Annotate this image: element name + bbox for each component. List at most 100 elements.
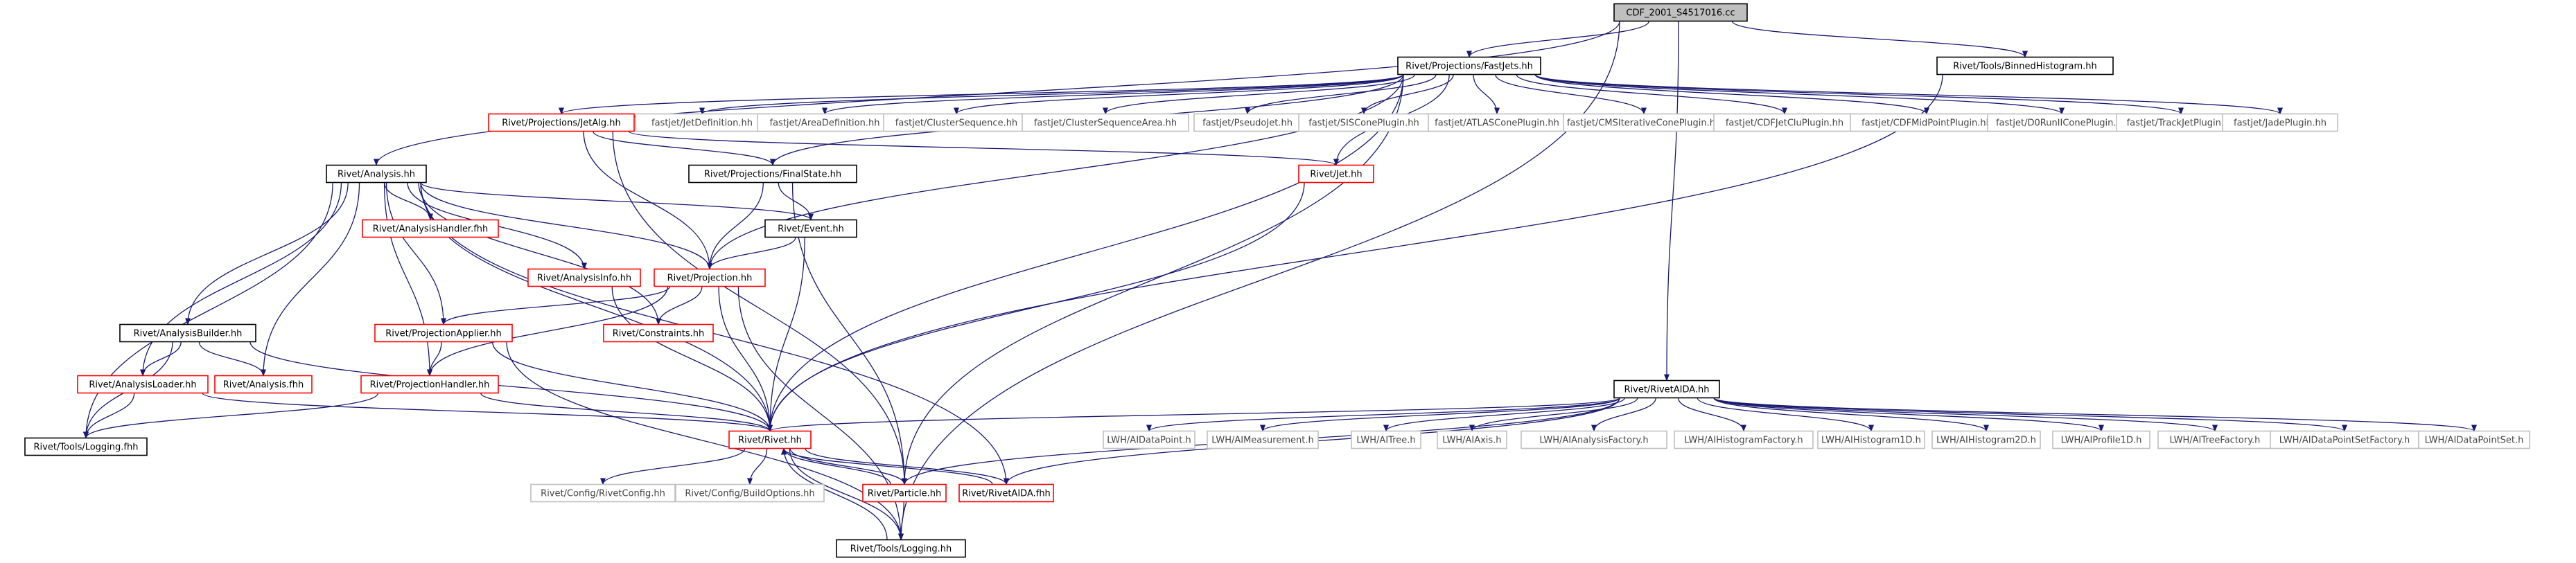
node-aidahisto2d[interactable]: LWH/AIHistogram2D.h (1931, 430, 2041, 449)
node-projection[interactable]: Rivet/Projection.hh (654, 268, 766, 287)
edge-analysis-to-analysisbuilder (185, 182, 349, 325)
node-label: LWH/AIHistogramFactory.h (1684, 436, 1803, 446)
edge-arrow (1103, 74, 1415, 115)
node-analysisfhh[interactable]: Rivet/Analysis.fhh (214, 375, 313, 394)
edge-arrow (1678, 397, 1746, 432)
node-buildoptions[interactable]: Rivet/Config/BuildOptions.hh (675, 483, 825, 503)
node-clusterseq[interactable]: fastjet/ClusterSequence.hh (883, 113, 1030, 132)
node-clusterseqarea[interactable]: fastjet/ClusterSequenceArea.hh (1022, 113, 1189, 132)
node-label: Rivet/Config/RivetConfig.hh (541, 489, 665, 499)
node-box (326, 164, 427, 184)
node-label: LWH/AIDataPoint.h (1107, 436, 1191, 446)
node-box (757, 113, 893, 132)
node-box (1713, 113, 1856, 132)
node-logfhh[interactable]: Rivet/Tools/Logging.fhh (24, 437, 148, 456)
node-aidatreefactory[interactable]: LWH/AITreeFactory.h (2157, 430, 2272, 449)
node-aidadps[interactable]: LWH/AIDataPointSet.h (2418, 430, 2530, 449)
node-projapplier[interactable]: Rivet/ProjectionApplier.hh (374, 323, 513, 343)
node-box (24, 437, 148, 456)
node-box (530, 483, 676, 503)
node-d0run2[interactable]: fastjet/D0RunIIConePlugin.hh (1987, 113, 2137, 132)
edge-arrow (1534, 73, 2283, 115)
node-rivetconfig[interactable]: Rivet/Config/RivetConfig.hh (530, 483, 676, 503)
edge-arrow (385, 182, 446, 325)
node-aidatree[interactable]: LWH/AITree.h (1351, 430, 1421, 449)
edge-rivetaida-to-aidahisto2d (1713, 397, 1989, 432)
edge-rivet-to-rivetaidafhh (805, 448, 1009, 485)
edge-rivetaida-to-aidatree (1383, 397, 1625, 432)
node-analysisbuilder[interactable]: Rivet/AnalysisBuilder.hh (119, 323, 256, 343)
node-label: Rivet/Tools/Logging.fhh (34, 443, 139, 453)
node-box (77, 375, 209, 394)
edge-rivetaida-to-aidadatapoint (1146, 397, 1620, 432)
node-label: Rivet/RivetAIDA.hh (1624, 385, 1709, 395)
node-atlascone[interactable]: fastjet/ATLASConePlugin.hh (1428, 113, 1566, 132)
node-cdfmid[interactable]: fastjet/CDFMidPointPlugin.hh (1850, 113, 2004, 132)
edge-arrow (1664, 21, 1679, 382)
node-pseudojet[interactable]: fastjet/PseudoJet.hh (1193, 113, 1302, 132)
edge-arrow (718, 286, 773, 432)
edge-arrow (1534, 73, 2184, 115)
node-analysisloader[interactable]: Rivet/AnalysisLoader.hh (77, 375, 209, 394)
node-rivetaida[interactable]: Rivet/RivetAIDA.hh (1613, 379, 1720, 399)
edge-arrow (1713, 397, 2104, 432)
node-box (1437, 430, 1507, 449)
node-box (635, 113, 769, 132)
edge-rivet-to-rivetconfig (600, 448, 746, 485)
node-analysis[interactable]: Rivet/Analysis.hh (326, 164, 427, 184)
edge-analysis-to-projapplier (385, 182, 446, 325)
node-analysisinfo[interactable]: Rivet/AnalysisInfo.hh (527, 268, 641, 287)
node-aidahistofactory[interactable]: LWH/AIHistogramFactory.h (1674, 430, 1814, 449)
node-label: fastjet/CDFJetCluPlugin.hh (1726, 118, 1843, 129)
node-jet[interactable]: Rivet/Jet.hh (1298, 164, 1374, 184)
node-aidadatapoint[interactable]: LWH/AIDataPoint.h (1103, 430, 1195, 449)
node-aidaaxis[interactable]: LWH/AIAxis.h (1437, 430, 1507, 449)
node-aidameasurement[interactable]: LWH/AIMeasurement.h (1207, 430, 1319, 449)
edge-arrow (767, 74, 1943, 432)
edge-arrow (492, 341, 773, 432)
node-aidadpsfactory[interactable]: LWH/AIDataPointSetFactory.h (2270, 430, 2419, 449)
node-areadef[interactable]: fastjet/AreaDefinition.hh (757, 113, 893, 132)
node-constraints[interactable]: Rivet/Constraints.hh (603, 323, 714, 343)
node-cmscone[interactable]: fastjet/CMSIterativeConePlugin.hh (1563, 113, 1725, 132)
node-label: fastjet/TrackJetPlugin.hh (2127, 118, 2236, 129)
edge-arrow (420, 182, 712, 270)
edge-particle-to-rivet (781, 447, 891, 485)
edge-arrow (261, 182, 360, 377)
node-label: fastjet/ClusterSequence.hh (895, 118, 1017, 129)
node-projhandler[interactable]: Rivet/ProjectionHandler.hh (360, 375, 499, 394)
node-analysishandler[interactable]: Rivet/AnalysisHandler.fhh (362, 219, 499, 238)
node-particle[interactable]: Rivet/Particle.hh (862, 483, 947, 503)
node-rivetaidafhh[interactable]: Rivet/RivetAIDA.fhh (958, 483, 1054, 503)
node-label: Rivet/Jet.hh (1310, 170, 1362, 180)
node-event[interactable]: Rivet/Event.hh (764, 219, 857, 238)
node-box (488, 113, 635, 132)
node-label: fastjet/ClusterSequenceArea.hh (1034, 118, 1177, 129)
node-siscone[interactable]: fastjet/SISConePlugin.hh (1298, 113, 1430, 132)
node-aidaanalysisfactory[interactable]: LWH/AIAnalysisFactory.h (1521, 430, 1667, 449)
node-logging[interactable]: Rivet/Tools/Logging.hh (836, 539, 966, 558)
edge-rivetaida-to-rivet (767, 397, 1620, 432)
node-label: Rivet/Config/BuildOptions.hh (685, 489, 814, 499)
node-label: Rivet/Tools/BinnedHistogram.hh (1953, 62, 2097, 72)
node-jetdef[interactable]: fastjet/JetDefinition.hh (635, 113, 769, 132)
node-cdfjetclu[interactable]: fastjet/CDFJetCluPlugin.hh (1713, 113, 1856, 132)
node-fastjets[interactable]: Rivet/Projections/FastJets.hh (1397, 56, 1541, 75)
node-jetalg[interactable]: Rivet/Projections/JetAlg.hh (488, 113, 635, 132)
edge-arrow (902, 74, 1404, 485)
node-finalstate[interactable]: Rivet/Projections/FinalState.hh (688, 164, 857, 184)
node-cdf[interactable]: CDF_2001_S4517016.cc (1613, 3, 1748, 22)
edge-fastjets-to-projection (707, 74, 1404, 270)
edge-analysis-to-analysisfhh (261, 182, 360, 377)
edge-analysis-to-constraints (418, 182, 661, 325)
node-aidahisto1d[interactable]: LWH/AIHistogram1D.h (1817, 430, 1925, 449)
node-rivet[interactable]: Rivet/Rivet.hh (728, 430, 812, 449)
node-box (2270, 430, 2419, 449)
node-label: LWH/AIDataPointSet.h (2425, 436, 2524, 446)
node-label: fastjet/D0RunIIConePlugin.hh (1996, 118, 2128, 129)
node-aidaprofile1d[interactable]: LWH/AIProfile1D.h (2052, 430, 2150, 449)
node-jade[interactable]: fastjet/JadePlugin.hh (2222, 113, 2338, 132)
node-label: Rivet/Projections/JetAlg.hh (502, 118, 621, 129)
node-binnedhisto[interactable]: Rivet/Tools/BinnedHistogram.hh (1936, 56, 2114, 75)
edge-cdf-to-fastjets (1466, 21, 1649, 58)
